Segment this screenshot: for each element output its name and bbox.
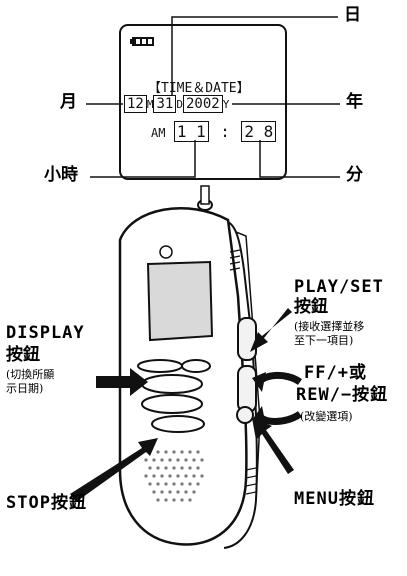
play-set-sub: 按鈕 xyxy=(294,297,328,317)
display-desc-line2: 示日期) xyxy=(6,381,44,395)
stop-arrow xyxy=(70,438,158,502)
display-sub: 按鈕 xyxy=(6,345,40,365)
lcd-panel xyxy=(119,24,287,180)
ff-rew-desc: (改變選項) xyxy=(300,410,353,423)
day-leader xyxy=(171,16,338,96)
lcd-month-value: 12 xyxy=(124,95,147,113)
rew-title: REW/−按鈕 xyxy=(296,385,389,405)
play-set-title: PLAY/SET xyxy=(294,277,384,297)
lcd-colon: : xyxy=(220,122,230,141)
lcd-month-unit: M xyxy=(146,98,154,111)
display-desc-line1: (切換所顯 xyxy=(6,368,55,381)
lcd-year-value: 2002 xyxy=(182,95,223,113)
month-callout: 月 xyxy=(60,92,77,112)
display-arrow xyxy=(96,368,148,396)
stop-label: STOP按鈕 xyxy=(6,493,87,513)
battery-icon xyxy=(130,37,154,46)
leader-lines xyxy=(86,16,340,178)
ff-title: FF/+或 xyxy=(304,363,367,383)
hour-callout: 小時 xyxy=(44,165,78,185)
lcd-year-unit: Y xyxy=(222,98,230,111)
display-desc: (切換所顯 示日期) xyxy=(6,368,54,396)
lcd-header: 【TIME＆DATE】 xyxy=(148,81,250,96)
play-set-desc-line1: (接收選擇並移 xyxy=(294,320,365,333)
lcd-hour-value: 1 1 xyxy=(173,121,209,142)
lcd-day-unit: D xyxy=(176,98,183,111)
year-callout: 年 xyxy=(346,92,363,112)
voice-recorder-illustration xyxy=(118,185,261,549)
play-set-desc: (接收選擇並移 至下一項目) xyxy=(294,320,364,348)
menu-label: MENU按鈕 xyxy=(294,489,375,509)
lcd-time-row: AM 1 1 : 2 8 xyxy=(151,121,277,142)
menu-arrow xyxy=(252,418,294,474)
minute-callout: 分 xyxy=(346,165,363,185)
play-set-arrow xyxy=(250,308,292,352)
lcd-minute-value: 2 8 xyxy=(241,121,277,142)
day-callout: 日 xyxy=(344,5,361,25)
minute-leader xyxy=(259,140,340,178)
lcd-day-value: 31 xyxy=(153,95,177,113)
display-title: DISPLAY xyxy=(6,323,85,343)
play-set-desc-line2: 至下一項目) xyxy=(294,333,354,347)
hour-leader xyxy=(90,140,196,178)
ff-rew-curved-arrow xyxy=(252,372,303,426)
lcd-ampm: AM xyxy=(151,126,166,140)
callout-arrows xyxy=(70,308,294,502)
